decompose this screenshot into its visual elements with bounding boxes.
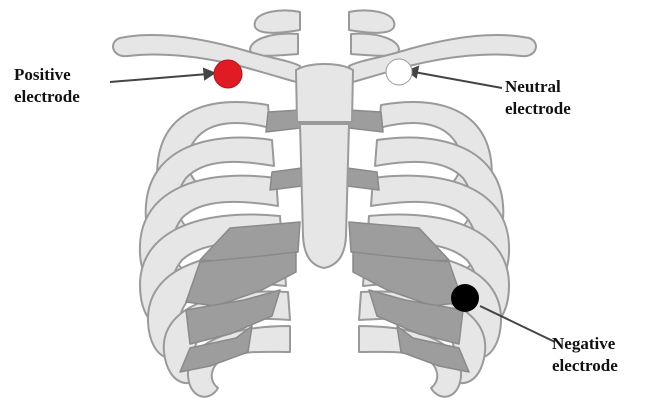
negative-label-line1: Negative xyxy=(552,333,618,355)
negative-label-line2: electrode xyxy=(552,355,618,377)
neutral-leader-line xyxy=(414,72,502,88)
left-cartilage xyxy=(266,110,300,132)
right-upper-rib xyxy=(349,10,394,32)
negative-electrode xyxy=(451,284,479,312)
left-cartilage xyxy=(270,168,302,190)
sternum xyxy=(296,64,353,268)
left-upper-rib xyxy=(250,34,298,56)
manubrium xyxy=(296,64,353,122)
right-cartilage xyxy=(349,110,383,132)
neutral-electrode-label: Neutral electrode xyxy=(505,76,571,120)
positive-arrowhead xyxy=(204,69,214,79)
left-upper-rib xyxy=(255,10,300,32)
negative-electrode-label: Negative electrode xyxy=(552,333,618,377)
neutral-label-line1: Neutral xyxy=(505,76,571,98)
positive-label-line2: electrode xyxy=(14,86,80,108)
positive-label-line1: Positive xyxy=(14,64,80,86)
right-cartilage xyxy=(347,168,379,190)
neutral-electrode xyxy=(386,59,412,85)
positive-electrode-label: Positive electrode xyxy=(14,64,80,108)
sternum-body xyxy=(300,124,349,268)
right-upper-rib xyxy=(351,34,399,56)
positive-leader-line xyxy=(110,74,208,82)
positive-electrode xyxy=(214,60,242,88)
neutral-label-line2: electrode xyxy=(505,98,571,120)
